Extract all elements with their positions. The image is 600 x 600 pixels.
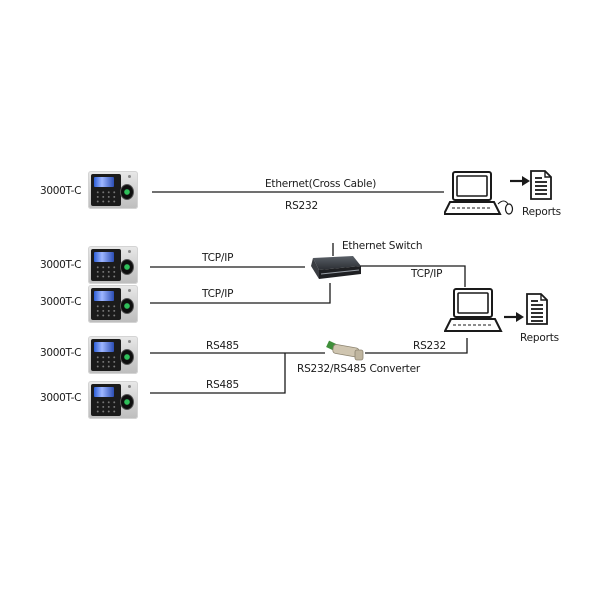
time-attendance-terminal-icon [88, 285, 138, 323]
computer-icon [444, 288, 503, 332]
device-label: 3000T-C [40, 296, 82, 308]
rs485-label-2: RS485 [206, 379, 240, 391]
report-document-icon [530, 170, 552, 200]
switch-uplink-tcpip-label: TCP/IP [411, 268, 443, 280]
report-document-icon [526, 293, 548, 325]
time-attendance-terminal-icon [88, 336, 138, 374]
rs485-label-1: RS485 [206, 340, 240, 352]
device-label: 3000T-C [40, 259, 82, 271]
rs232-top-label: RS232 [285, 200, 319, 212]
device-label: 3000T-C [40, 347, 82, 359]
device-label: 3000T-C [40, 185, 82, 197]
converter-label: RS232/RS485 Converter [297, 363, 420, 375]
tcpip-line-2 [150, 283, 331, 304]
reports-label: Reports [522, 206, 561, 218]
ethernet-switch-icon [311, 256, 361, 279]
rs485-line-2 [150, 353, 286, 394]
time-attendance-terminal-icon [88, 381, 138, 419]
time-attendance-terminal-icon [88, 246, 138, 284]
reports-label: Reports [520, 332, 559, 344]
device-label: 3000T-C [40, 392, 82, 404]
arrow-right-icon [510, 176, 530, 186]
ethernet-switch-label: Ethernet Switch [342, 240, 423, 252]
arrow-right-icon [504, 312, 524, 322]
tcpip-label-1: TCP/IP [202, 252, 234, 264]
rs232-line [365, 338, 468, 354]
ethernet-cross-cable-label: Ethernet(Cross Cable) [265, 178, 377, 190]
time-attendance-terminal-icon [88, 171, 138, 209]
rs232-rs485-converter-icon [326, 340, 364, 361]
converter-rs232-label: RS232 [413, 340, 447, 352]
computer-icon [444, 171, 514, 215]
switch-uplink-line [360, 265, 466, 287]
tcpip-label-2: TCP/IP [202, 288, 234, 300]
